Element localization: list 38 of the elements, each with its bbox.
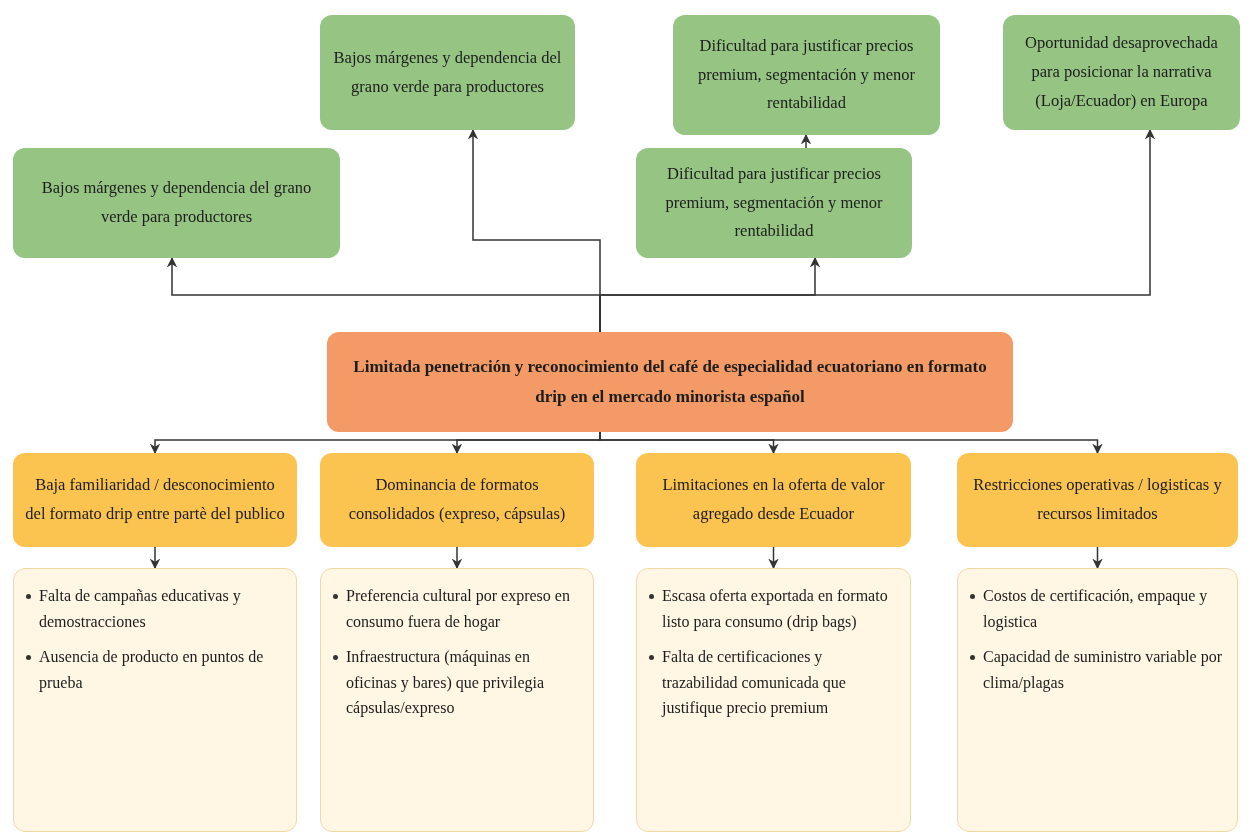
effect-box: [13, 148, 340, 258]
bullet-item: Preferencia cultural por expreso en consumo fuera de hogar: [346, 586, 571, 633]
bullet-item: Escasa oferta exportada en formato listo para consumo (drip bags): [662, 586, 889, 633]
detail-box: [320, 568, 594, 832]
effect-box: [673, 15, 940, 135]
detail-box: [957, 568, 1238, 832]
node-text: Limitaciones en la oferta de valor agregado desde Ecuador: [661, 474, 886, 525]
problem-box: [327, 332, 1013, 432]
cause-box: [636, 453, 911, 547]
effect-box: [1003, 15, 1240, 130]
arrow: [599, 256, 821, 333]
node-text: Bajos márgenes y dependencia del grano verde para productores: [332, 46, 563, 98]
arrow: [768, 546, 779, 570]
node-text: Restricciones operativas / logisticas y recursos limitados: [972, 474, 1223, 525]
cause-box: [957, 453, 1238, 547]
node-text: Dificultad para justificar precios premium, segmentación y menor rentabilidad: [696, 34, 917, 115]
node-text: Baja familiaridad / desconocimiento del formato drip entre partè del publico: [25, 474, 285, 525]
bullet-item: Ausencia de producto en puntos de prueba: [39, 647, 265, 694]
bullet-item: Infraestructura (máquinas en oficinas y bares) que privilegia cápsulas/expreso: [346, 647, 546, 719]
node-text: Dificultad para justificar precios premium, segmentación y menor rentabilidad: [664, 162, 884, 243]
bullet-item: Capacidad de suministro variable por clima/plagas: [983, 647, 1224, 694]
bullet-item: Falta de certificaciones y trazabilidad comunicada que justifique precio premium: [662, 647, 847, 719]
arrow: [800, 133, 812, 149]
bullet-item: Falta de campañas educativas y demostracciones: [39, 586, 242, 632]
arrow: [149, 546, 161, 570]
node-text: Dominancia de formatos consolidados (expreso, cápsulas): [347, 474, 567, 525]
node-text: Limitada penetración y reconocimiento del café de especialidad ecuatoriano en formato drip en el mercado minorista español: [352, 356, 988, 408]
bullet-item: Costos de certificación, empaque y logistica: [983, 586, 1209, 633]
node-text: Bajos márgenes y dependencia del grano verde para productores: [40, 177, 313, 228]
arrow: [451, 546, 463, 570]
detail-box: [636, 568, 911, 832]
effect-box: [320, 15, 575, 130]
arrow: [1092, 546, 1103, 570]
cause-box: [13, 453, 297, 547]
node-text: Oportunidad desaprovechada para posicionar la narrativa (Loja/Ecuador) en Europa: [1024, 32, 1219, 112]
effect-box: [636, 148, 912, 258]
cause-box: [320, 453, 594, 547]
detail-box: [13, 568, 297, 832]
